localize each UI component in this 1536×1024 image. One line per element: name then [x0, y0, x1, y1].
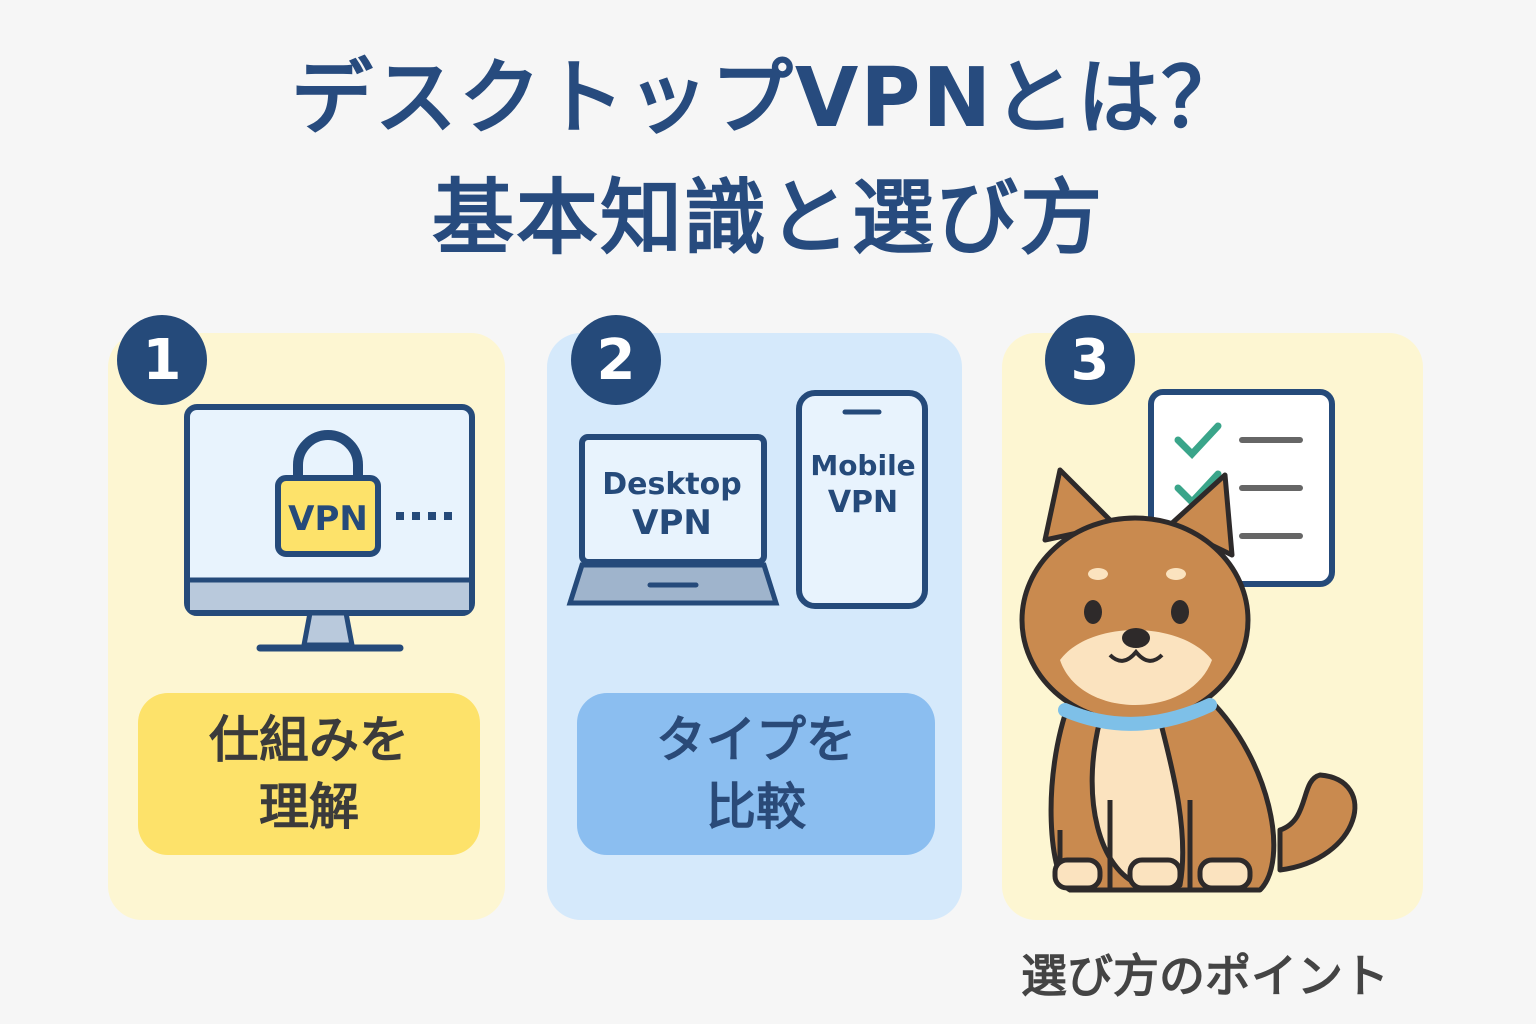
desktop-vpn-label-1: Desktop [602, 467, 741, 502]
step-badge-3: 3 [1045, 315, 1135, 405]
mobile-vpn-label-2: VPN [828, 485, 898, 520]
step-badge-2: 2 [571, 315, 661, 405]
step-label-compare: タイプを 比較 [577, 693, 935, 855]
step-badge-1: 1 [117, 315, 207, 405]
mobile-vpn-label-1: Mobile [810, 449, 915, 482]
step-label-understand: 仕組みを 理解 [138, 693, 480, 855]
page-title-line2: 基本知識と選び方 [431, 171, 1104, 266]
desktop-vpn-label-2: VPN [632, 503, 712, 543]
vpn-lock-label: VPN [288, 499, 368, 539]
page-title-line1: デスクトップVPNとは？ [290, 51, 1246, 146]
step-caption-choose: 選び方のポイント [1021, 949, 1389, 1003]
